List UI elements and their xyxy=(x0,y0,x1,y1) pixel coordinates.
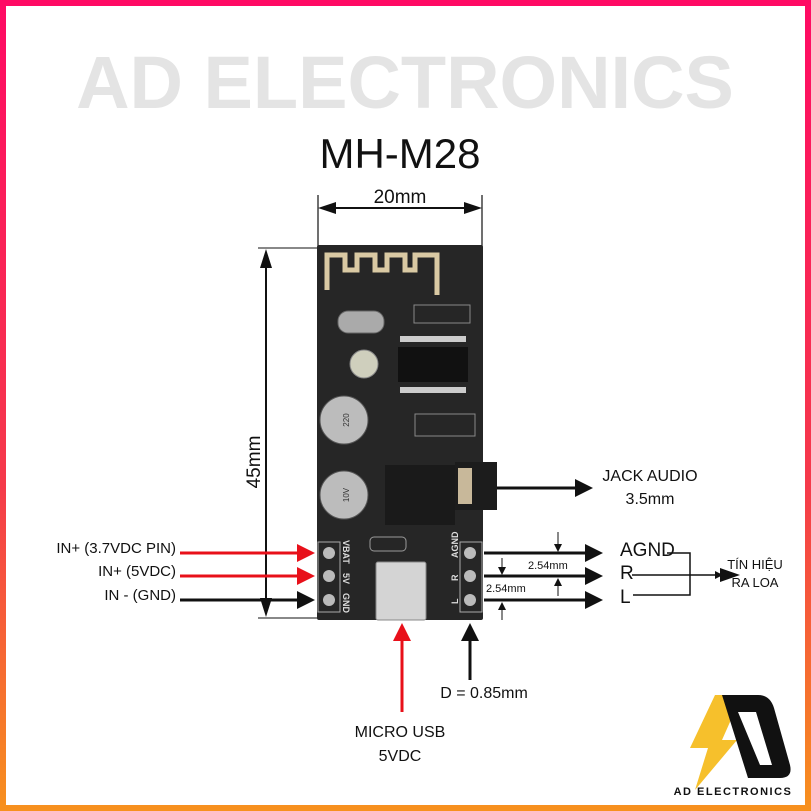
label-r: R xyxy=(620,563,634,584)
output-label-line1: TÍN HIỆU xyxy=(727,557,783,572)
svg-text:10V: 10V xyxy=(342,487,351,502)
pcb-board: 220 10V VBAT 5V GND AGND R L xyxy=(317,245,497,621)
pin-l xyxy=(464,594,476,606)
svg-text:220: 220 xyxy=(342,413,351,427)
pitch-dimension xyxy=(498,532,562,620)
antenna-trace xyxy=(324,252,440,295)
height-label: 45mm xyxy=(244,436,265,489)
lightning-icon xyxy=(690,695,742,790)
jack-label-line1: JACK AUDIO xyxy=(602,468,697,485)
page-title: MH-M28 xyxy=(319,130,480,177)
logo-text: AD ELECTRONICS xyxy=(674,786,793,798)
output-arrow xyxy=(720,568,740,582)
pin-vbat xyxy=(323,547,335,559)
smd-components xyxy=(414,413,476,437)
button-pad xyxy=(349,349,379,379)
diode xyxy=(369,536,407,552)
pin-5v xyxy=(323,570,335,582)
width-label: 20mm xyxy=(374,187,427,208)
chip xyxy=(398,347,468,382)
usb-label-line1: MICRO USB xyxy=(355,724,446,741)
jack-body xyxy=(385,465,455,525)
pitch-label: 2.54mm xyxy=(528,560,568,572)
pin-r xyxy=(464,570,476,582)
label-gnd: IN - (GND) xyxy=(104,587,176,604)
micro-usb-port xyxy=(375,561,427,621)
smd-resistors xyxy=(413,304,471,324)
capacitor: 220 xyxy=(319,395,369,445)
watermark: AD ELECTRONICS xyxy=(76,41,734,124)
label-5v: IN+ (5VDC) xyxy=(98,563,176,580)
silk-agnd: AGND xyxy=(450,531,460,558)
silk-r: R xyxy=(450,574,460,581)
label-vbat: IN+ (3.7VDC PIN) xyxy=(56,540,176,557)
output-bracket xyxy=(632,552,723,596)
silk-l: L xyxy=(450,598,460,604)
height-dimension: 45mm xyxy=(244,247,318,619)
ad-electronics-logo: AD ELECTRONICS xyxy=(674,695,793,798)
width-dimension: 20mm xyxy=(317,187,483,248)
usb-label-line2: 5VDC xyxy=(379,748,422,765)
pin-gnd xyxy=(323,594,335,606)
silk-vbat: VBAT xyxy=(341,540,351,564)
crystal xyxy=(337,310,385,334)
pitch-label: 2.54mm xyxy=(486,583,526,595)
output-label-line2: RA LOA xyxy=(732,575,779,590)
pin-diameter-label: D = 0.85mm xyxy=(440,685,528,702)
silk-gnd: GND xyxy=(341,593,351,614)
capacitor: 10V xyxy=(319,470,369,520)
jack-contact xyxy=(458,468,472,504)
pin-agnd xyxy=(464,547,476,559)
jack-label-line2: 3.5mm xyxy=(626,491,675,508)
logo-d-icon xyxy=(722,695,791,778)
label-l: L xyxy=(620,587,631,608)
silk-5v: 5V xyxy=(341,573,351,584)
label-agnd: AGND xyxy=(620,540,675,561)
